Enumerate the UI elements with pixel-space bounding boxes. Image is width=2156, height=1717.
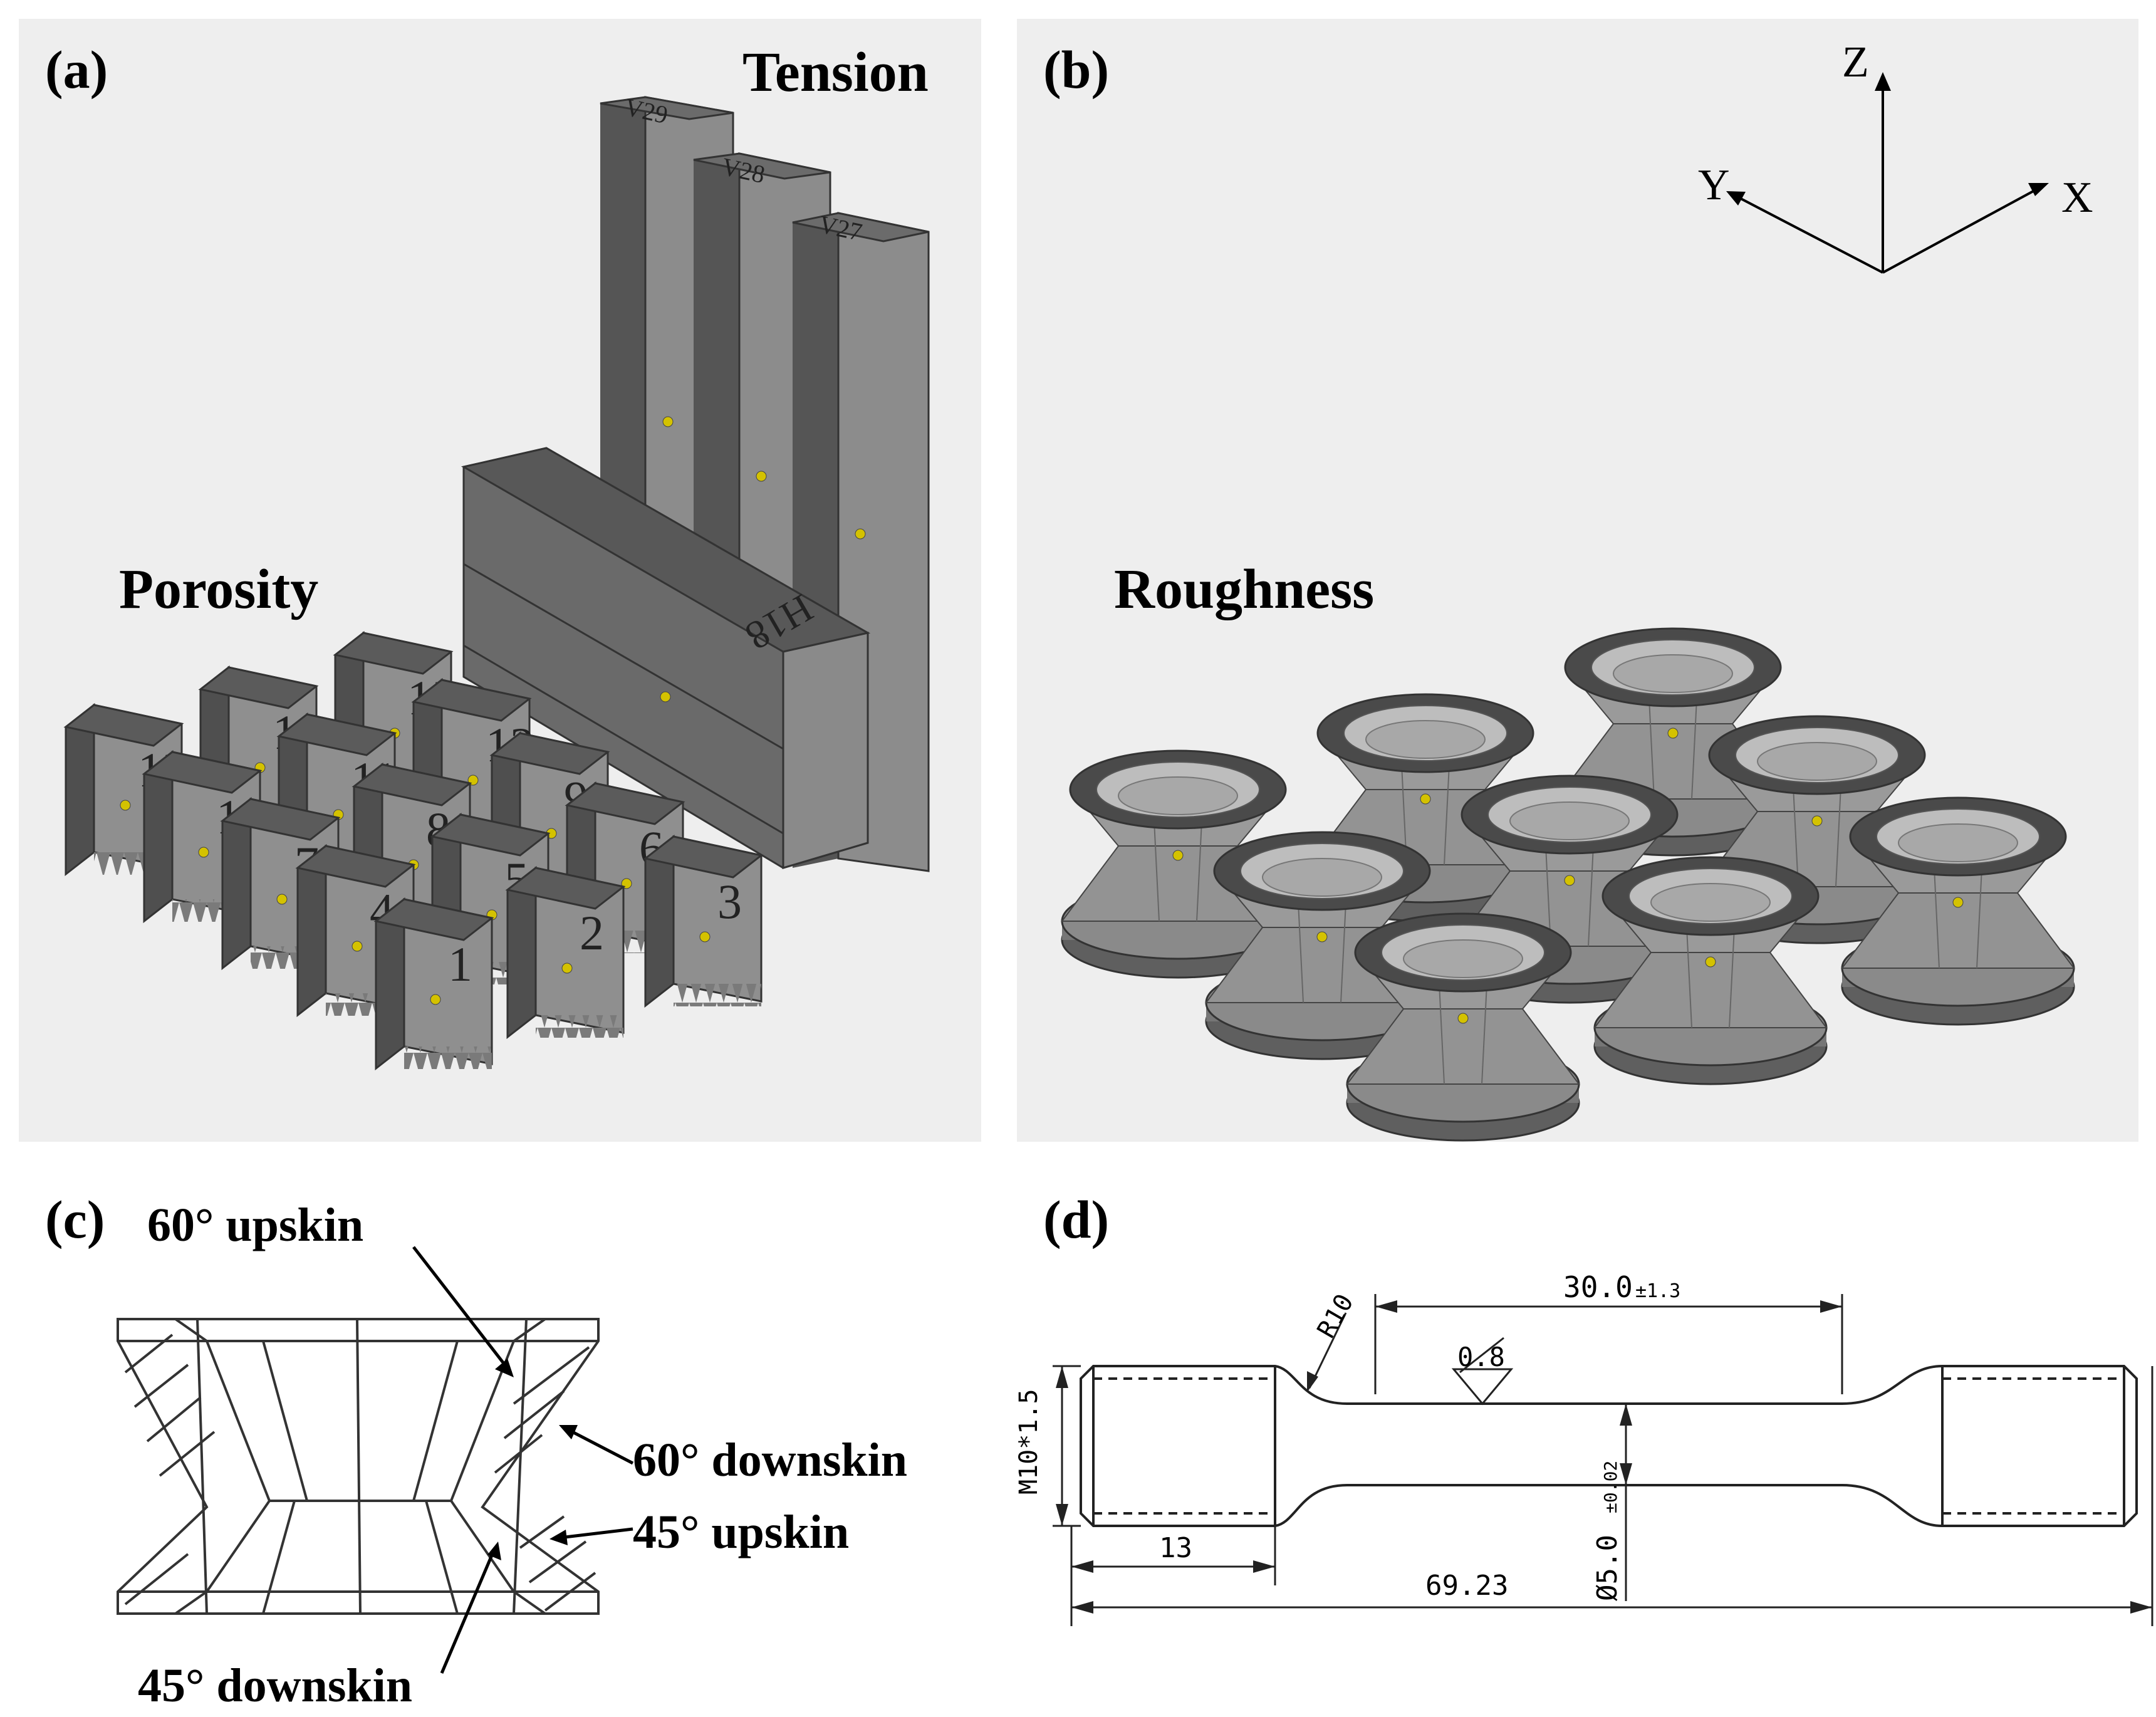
annotation-60-upskin: 60° upskin (147, 1199, 363, 1251)
panel-c-label: (c) (45, 1189, 105, 1250)
roughness-specimens (1061, 627, 2075, 1142)
coordinate-axes (1726, 72, 2049, 274)
specimen-cross-section (117, 1318, 600, 1615)
cube-number-1: 1 (448, 937, 472, 991)
dim-gauge-length: 30.0 (1563, 1270, 1633, 1304)
axis-z-label: Z (1842, 38, 1869, 86)
horizontal-bar-h18 (461, 447, 871, 870)
dim-gauge-tolerance: ±1.3 (1635, 1280, 1680, 1302)
roughness-label: Roughness (1114, 558, 1374, 620)
panel-c (117, 1246, 634, 1674)
panel-d: 30.0 ±1.3 R10 0.8 M10*1.5 Ø5.0 ±0.02 13 … (1014, 1270, 2153, 1626)
porosity-cubes: 151413121110987654321 (63, 630, 764, 1071)
roughness-specimen-8 (1593, 856, 1828, 1085)
dim-diameter-tolerance: ±0.02 (1600, 1461, 1621, 1513)
annotation-arrows (412, 1246, 634, 1674)
dim-total-length: 69.23 (1425, 1570, 1508, 1602)
porosity-cube-3: 3 (643, 834, 764, 1008)
arrowhead-45-downskin (487, 1542, 501, 1560)
roughness-specimen-9 (1346, 912, 1580, 1142)
tensile-specimen-outline (1080, 1365, 2138, 1527)
arrowhead-60-downskin (559, 1425, 578, 1439)
dim-diameter: Ø5.0 (1591, 1535, 1623, 1601)
panel-d-label: (d) (1043, 1189, 1109, 1250)
panel-b: Z Y X (b) Roughness (1043, 38, 2093, 1142)
porosity-label: Porosity (119, 558, 318, 620)
cube-number-3: 3 (717, 874, 742, 929)
cube-number-2: 2 (580, 905, 604, 960)
porosity-cube-1: 1 (373, 897, 494, 1071)
annotation-60-downskin: 60° downskin (633, 1434, 907, 1486)
roughness-specimen-4 (1061, 749, 1295, 979)
dim-grip-length: 13 (1159, 1532, 1192, 1564)
annotation-45-downskin: 45° downskin (138, 1659, 412, 1712)
panel-a-label: (a) (45, 39, 108, 100)
dim-surface-roughness: 0.8 (1457, 1342, 1505, 1372)
roughness-specimen-6 (1841, 796, 2075, 1026)
dim-radius: R10 (1312, 1289, 1360, 1343)
arrowhead-45-upskin (549, 1530, 568, 1545)
porosity-cube-2: 2 (505, 865, 626, 1040)
panel-b-label: (b) (1043, 39, 1109, 100)
annotation-45-upskin: 45° upskin (633, 1506, 849, 1558)
tension-label: Tension (742, 41, 929, 103)
axis-x-label: X (2061, 174, 2093, 222)
dimension-lines (1053, 1294, 2153, 1626)
dim-thread: M10*1.5 (1014, 1389, 1043, 1495)
panel-a: V29 V28 V27 H18 151413121110987654321 (a… (45, 39, 930, 1071)
axis-y-label: Y (1698, 161, 1730, 209)
arrowhead-60-upskin (495, 1359, 514, 1377)
